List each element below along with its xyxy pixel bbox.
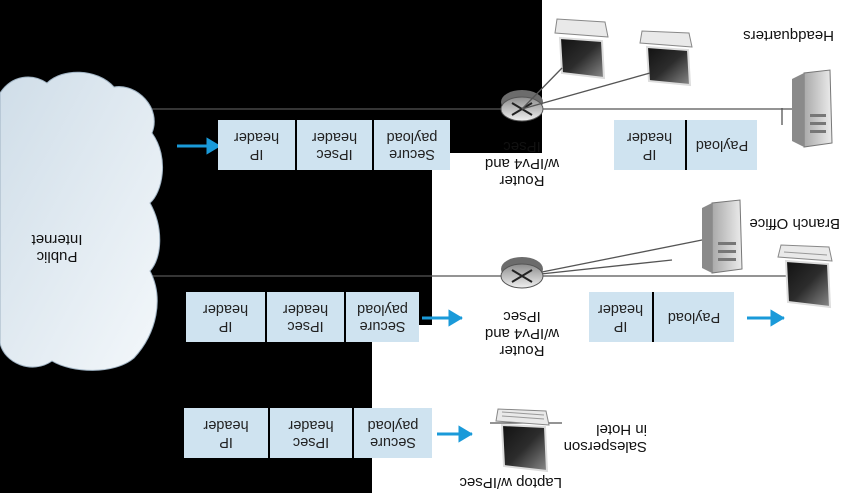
packet-plain-branch: Payload IP header — [589, 292, 734, 342]
salesperson-line1: Salesperson — [563, 438, 647, 455]
cell-line2: payload — [357, 301, 408, 317]
cloud-label-line2: Internet — [31, 231, 83, 248]
packet-ipsec-laptop: Secure payload IPsec header IP header — [184, 408, 432, 458]
branch-server — [702, 199, 743, 274]
cell-line2: header — [288, 417, 334, 433]
packet-cell-payload: Payload — [652, 292, 734, 342]
router-hq-line1: Router — [499, 172, 545, 189]
packet-plain-hq: Payload IP header — [614, 120, 757, 170]
laptop-label: Laptop w/IPsec — [459, 474, 562, 491]
packet-cell-ipsec-header: IPsec header — [268, 408, 352, 458]
router-hq-line2: w/IPv4 and — [484, 155, 560, 172]
packet-ipsec-branch: Secure payload IPsec header IP header — [186, 292, 419, 342]
branch-office-label: Branch Office — [749, 215, 840, 232]
internet-cloud — [0, 71, 164, 371]
hq-computer-1 — [639, 30, 693, 87]
cell-line1: Payload — [695, 137, 749, 154]
cell-line1: IP — [219, 434, 233, 450]
cell-line1: IPsec — [287, 318, 324, 334]
cell-line2: header — [282, 301, 329, 317]
cell-line2: header — [626, 129, 673, 145]
salesperson-line2: in Hotel — [596, 421, 647, 438]
cell-line2: payload — [386, 129, 438, 145]
cell-line1: IPsec — [316, 146, 353, 162]
cell-line2: header — [202, 301, 249, 317]
router-hq-line3: IPsec — [503, 138, 541, 155]
hq-lan-links — [521, 67, 651, 110]
hq-computer-2 — [554, 18, 609, 80]
packet-cell-secure-payload: Secure payload — [352, 408, 432, 458]
packet-cell-ip-header: IP header — [589, 292, 652, 342]
router-branch-line1: Router — [499, 342, 545, 359]
router-hq-label: Router w/IPv4 and IPsec — [477, 138, 567, 189]
router-branch-label: Router w/IPv4 and IPsec — [477, 308, 567, 359]
branch-computer — [777, 244, 833, 309]
cell-line1: Secure — [359, 318, 406, 334]
cell-line2: header — [311, 129, 358, 145]
cell-line1: IP — [249, 146, 264, 162]
cell-line2: header — [597, 301, 644, 317]
packet-cell-ip-header: IP header — [614, 120, 685, 170]
cloud-label-line1: Public — [36, 248, 78, 265]
cell-line1: Secure — [370, 434, 416, 450]
laptop-computer — [495, 408, 550, 473]
router-branch-line2: w/IPv4 and — [484, 325, 560, 342]
cell-line1: IP — [218, 318, 233, 334]
packet-cell-secure-payload: Secure payload — [344, 292, 419, 342]
cell-line2: header — [203, 417, 249, 433]
packet-cell-ip-header: IP header — [218, 120, 295, 170]
packet-cell-ipsec-header: IPsec header — [295, 120, 372, 170]
cell-line1: Payload — [667, 309, 721, 326]
packet-cell-ip-header: IP header — [184, 408, 268, 458]
cell-line2: payload — [367, 417, 419, 433]
hq-server — [792, 69, 833, 148]
cell-line1: Secure — [389, 146, 435, 162]
cell-line1: IP — [642, 146, 657, 162]
router-branch-line3: IPsec — [503, 308, 541, 325]
cell-line1: IPsec — [292, 434, 330, 450]
router-branch — [500, 257, 544, 289]
packet-cell-secure-payload: Secure payload — [372, 120, 450, 170]
headquarters-label: Headquarters — [743, 27, 834, 44]
salesperson-label: Salesperson in Hotel — [564, 421, 647, 455]
packet-cell-ipsec-header: IPsec header — [265, 292, 344, 342]
cell-line2: header — [233, 129, 280, 145]
packet-cell-ip-header: IP header — [186, 292, 265, 342]
cloud-label: Public Internet — [7, 231, 107, 265]
packet-cell-payload: Payload — [685, 120, 757, 170]
cell-line1: IP — [613, 318, 628, 334]
packet-ipsec-hq: Secure payload IPsec header IP header — [218, 120, 450, 170]
